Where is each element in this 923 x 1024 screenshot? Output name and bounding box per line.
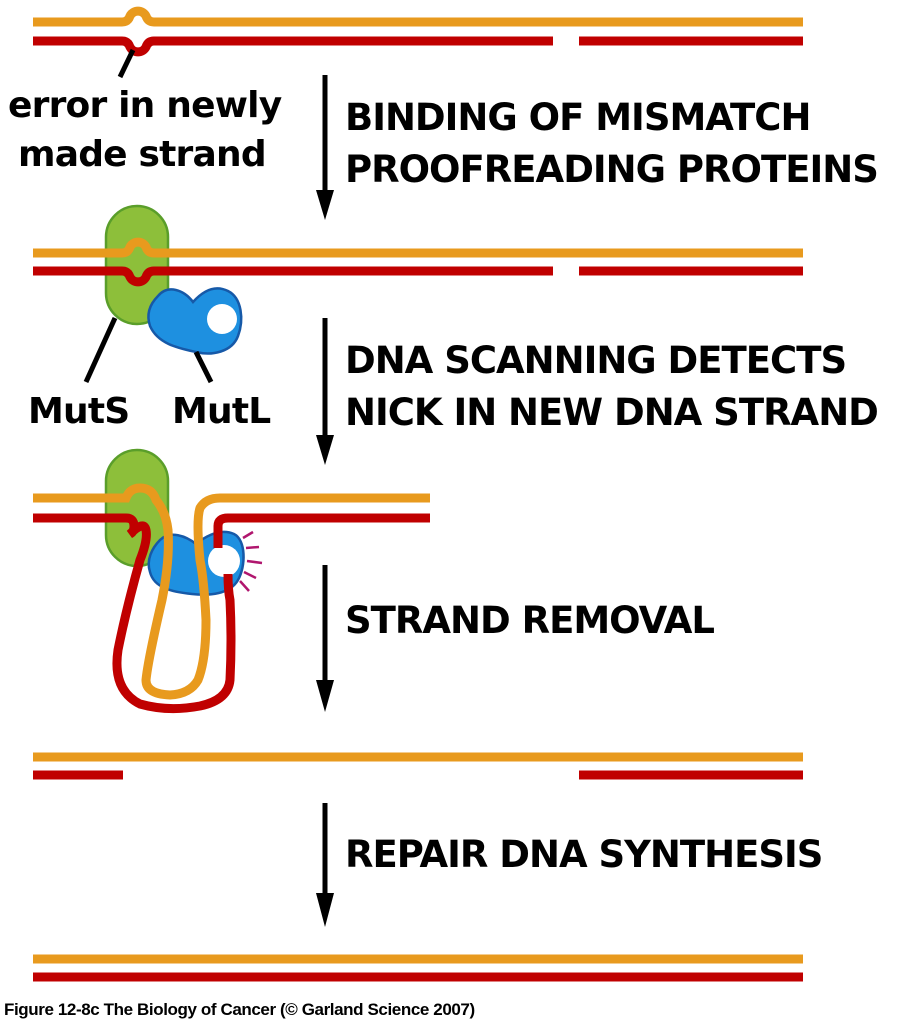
step-4: REPAIR DNA SYNTHESIS	[316, 803, 823, 927]
down-arrow-icon	[316, 318, 334, 465]
parental-strand-loop	[33, 483, 430, 700]
step-3: STRAND REMOVAL	[316, 565, 715, 712]
step-2-title-line1: DNA SCANNING DETECTS	[345, 339, 846, 382]
muts-label: MutS	[28, 391, 129, 432]
panel-4-gapped-dna	[33, 752, 803, 780]
new-strand-left	[33, 266, 553, 287]
panel-5-repaired-dna	[33, 954, 803, 982]
down-arrow-icon	[316, 565, 334, 712]
step-1-title-line1: BINDING OF MISMATCH	[345, 96, 810, 139]
muts-protein	[104, 204, 170, 326]
new-strand-left	[33, 36, 553, 57]
error-label-line2: made strand	[18, 134, 266, 175]
error-pointer-line	[117, 48, 136, 79]
down-arrow-icon	[316, 803, 334, 927]
parental-strand	[33, 6, 803, 27]
step-1: BINDING OF MISMATCH PROOFREADING PROTEIN…	[316, 75, 879, 220]
mutl-label: MutL	[172, 391, 270, 432]
new-strand-loop	[33, 513, 236, 714]
down-arrow-icon	[316, 75, 334, 220]
error-label-line1: error in newly	[8, 85, 282, 126]
mutl-pointer-line	[193, 350, 214, 384]
step-2-title-line2: NICK IN NEW DNA STRAND	[345, 391, 878, 434]
nick-signal-icon	[239, 530, 263, 592]
new-strand-right	[213, 513, 430, 548]
step-3-title: STRAND REMOVAL	[345, 599, 714, 642]
panel-1-dna-with-error: error in newly made strand	[8, 6, 803, 175]
step-2: DNA SCANNING DETECTS NICK IN NEW DNA STR…	[316, 318, 879, 465]
figure-caption: Figure 12-8c The Biology of Cancer (© Ga…	[4, 1000, 475, 1019]
panel-2-protein-binding: MutS MutL	[28, 204, 803, 432]
step-4-title: REPAIR DNA SYNTHESIS	[345, 833, 822, 876]
panel-3-dna-scanning	[33, 448, 430, 714]
mutl-binding-pocket	[207, 304, 237, 334]
muts-pointer-line	[83, 316, 118, 384]
step-1-title-line2: PROOFREADING PROTEINS	[345, 148, 878, 191]
parental-strand	[33, 237, 803, 258]
mutl-binding-pocket	[208, 545, 240, 577]
